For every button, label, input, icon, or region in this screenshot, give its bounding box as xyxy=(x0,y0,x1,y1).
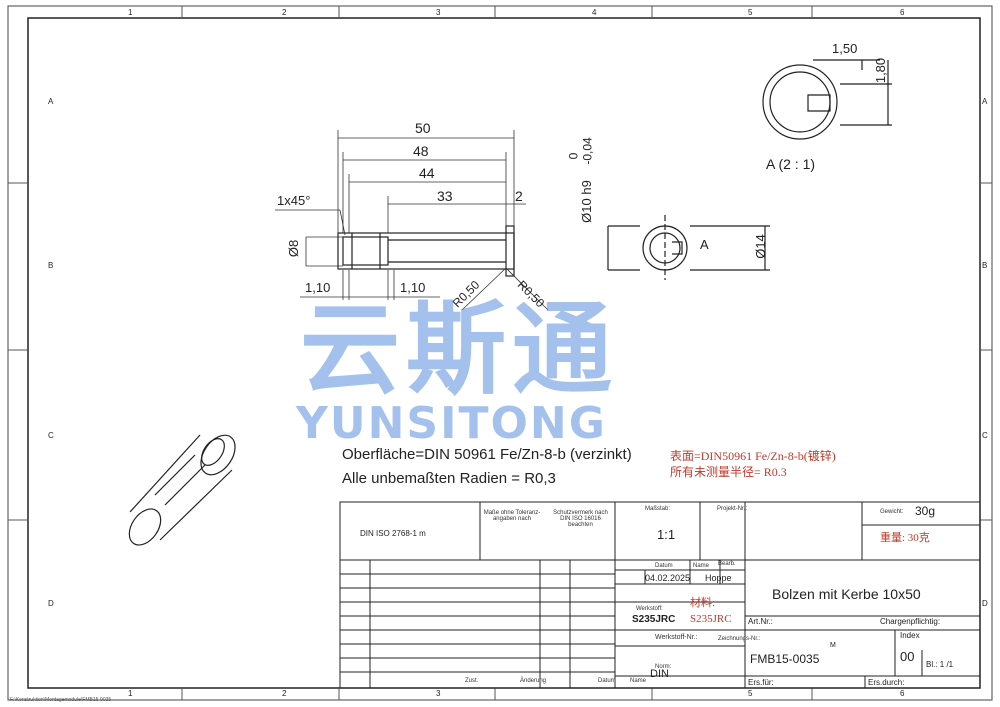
dim-tol-lower: -0,04 xyxy=(580,137,595,165)
zone-row-b-right: B xyxy=(982,261,988,270)
protection-note: Schutzvermerk nach DIN ISO 16016 beachte… xyxy=(553,510,608,528)
watermark-en: YUNSITONG xyxy=(296,398,607,449)
surface-note-cn: 表面=DIN50961 Fe/Zn-8-b(镀锌) xyxy=(670,449,836,463)
detail-dim-180: 1,80 xyxy=(873,57,889,84)
index-label: Index xyxy=(900,631,920,640)
weight-cn: 重量: 30克 xyxy=(880,532,930,544)
name-label: Name xyxy=(693,563,710,569)
dim-33: 33 xyxy=(437,188,453,204)
zone-col-2: 2 xyxy=(282,8,287,17)
dim-44: 44 xyxy=(419,165,435,181)
revision-name-label: Name xyxy=(630,678,647,684)
zone-col-1: 1 xyxy=(128,8,133,17)
radii-note: Alle unbemaßten Radien = R0,3 xyxy=(342,470,556,487)
scale-label: Maßstab: xyxy=(645,506,671,512)
zone-col-5-bottom: 5 xyxy=(748,689,753,698)
drawing-number: FMB15-0035 xyxy=(750,652,820,666)
drawn-label: Bearb. xyxy=(718,561,736,567)
material-cn-label: 材料: xyxy=(690,597,716,609)
m-mark: M xyxy=(830,642,836,649)
project-label: Projekt-Nr.: xyxy=(717,506,748,512)
material-value: S235JRC xyxy=(632,614,676,625)
weight-value: 30g xyxy=(915,504,936,518)
index-value: 00 xyxy=(900,649,915,664)
file-path: F:\Konstruktion\Montagemodule\FMB15-0035 xyxy=(10,697,112,703)
replaced-by-label: Ers.durch: xyxy=(868,678,905,687)
date-label: Datum xyxy=(655,563,673,569)
sheet-number: Bl.: 1 /1 xyxy=(926,660,954,669)
name-value: Hoppe xyxy=(705,573,732,583)
dim-48: 48 xyxy=(413,143,429,159)
material-no-label: Werkstoff-Nr.: xyxy=(655,634,698,641)
weight-label: Gewicht: xyxy=(880,509,904,515)
norm-label: Norm: xyxy=(655,664,672,670)
zone-row-b: B xyxy=(48,261,54,270)
radii-note-cn: 所有未测量半径= R0.3 xyxy=(670,465,787,479)
bolt-side-view xyxy=(337,225,515,277)
batch-label: Chargenpflichtig: xyxy=(880,617,941,626)
surface-note: Oberfläche=DIN 50961 Fe/Zn-8-b (verzinkt… xyxy=(342,446,632,463)
zone-col-6: 6 xyxy=(900,8,905,17)
dim-110-right: 1,10 xyxy=(400,280,426,295)
change-label: Änderung xyxy=(520,678,547,684)
drawing-title: Bolzen mit Kerbe 10x50 xyxy=(772,586,921,602)
norm-value: DIN xyxy=(650,668,669,680)
dim-tol-upper: 0 xyxy=(566,152,581,160)
dim-50: 50 xyxy=(415,120,431,136)
dim-2: 2 xyxy=(515,188,523,204)
zone-col-1-bottom: 1 xyxy=(128,689,133,698)
material-cn: S235JRC xyxy=(690,613,732,625)
detail-dim-150: 1,50 xyxy=(832,41,858,56)
tolerance-standard: DIN ISO 2768-1 m xyxy=(360,529,426,538)
replaces-label: Ers.für: xyxy=(748,678,774,687)
zone-row-c: C xyxy=(48,431,54,440)
zone-col-6-bottom: 6 xyxy=(900,689,905,698)
zone-row-c-right: C xyxy=(982,431,988,440)
dim-dia8: Ø8 xyxy=(286,239,302,258)
bolt-end-view xyxy=(607,215,770,280)
article-label: Art.Nr.: xyxy=(748,617,773,626)
watermark-cn: 云斯通 xyxy=(300,291,618,408)
zone-col-2-bottom: 2 xyxy=(282,689,287,698)
dimension-lines xyxy=(275,130,549,311)
zone-row-d-right: D xyxy=(982,599,988,608)
drawing-no-label: Zeichnungs-Nr.: xyxy=(718,636,761,642)
revision-date-label: Datum xyxy=(598,678,616,684)
detail-view-a xyxy=(762,59,892,140)
zust-label: Zust. xyxy=(465,678,479,684)
zone-col-5: 5 xyxy=(748,8,753,17)
date-value: 04.02.2025 xyxy=(645,573,691,583)
title-block xyxy=(339,501,981,689)
section-a-label: A xyxy=(700,237,709,252)
zone-col-4: 4 xyxy=(592,8,597,17)
zone-col-3-bottom: 3 xyxy=(436,689,441,698)
dim-dia10: Ø10 h9 xyxy=(578,180,594,223)
dim-dia14: Ø14 xyxy=(752,234,768,259)
zone-row-d: D xyxy=(48,599,54,608)
bolt-isometric-view xyxy=(128,434,236,546)
dim-chamfer: 1x45° xyxy=(277,193,311,208)
detail-view-label: A (2 : 1) xyxy=(766,156,816,172)
dim-110-left: 1,10 xyxy=(305,280,331,295)
zone-row-a: A xyxy=(48,97,54,106)
scale-value: 1:1 xyxy=(657,527,676,542)
zone-row-a-right: A xyxy=(982,97,988,106)
zone-col-3: 3 xyxy=(436,8,441,17)
material-label: Werkstoff: xyxy=(636,606,663,612)
tolerance-note: Maße ohne Toleranz-angaben nach xyxy=(483,510,541,522)
